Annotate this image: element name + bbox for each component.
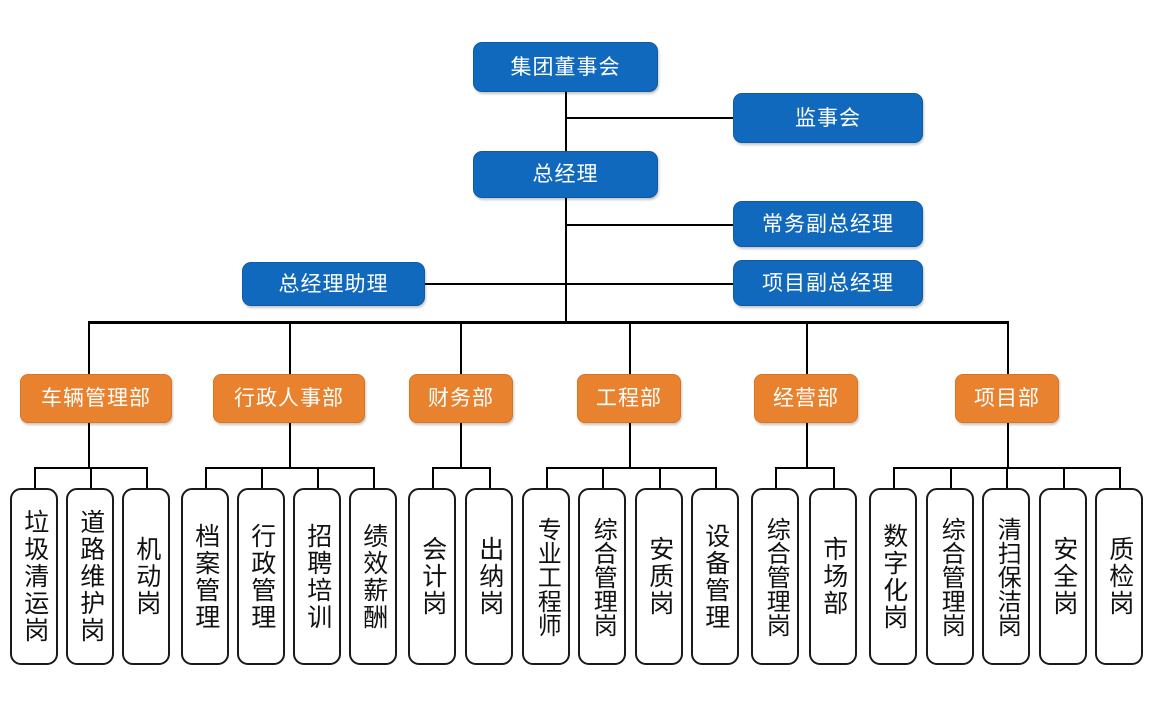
leaf-position-box[interactable]: 机动岗 (122, 488, 170, 665)
leaf-position-box[interactable]: 安全岗 (1039, 488, 1087, 665)
node-general-manager[interactable]: 总经理 (473, 151, 658, 198)
leaf-position-label: 垃圾清运岗 (20, 509, 48, 644)
connector-dept3-leaf-1 (432, 467, 434, 489)
leaf-position-box[interactable]: 清扫保洁岗 (982, 488, 1030, 665)
connector-department-bus (88, 321, 1008, 324)
connector-dept1-leaf-3 (146, 467, 148, 489)
connector-dept5-stem (806, 423, 808, 468)
connector-dept6-leaf-4 (1063, 467, 1065, 489)
leaf-position-label: 行政管理 (247, 522, 275, 631)
leaf-position-label: 档案管理 (191, 522, 219, 631)
leaf-position-box[interactable]: 行政管理 (237, 488, 285, 665)
connector-trunk-to-gm-assistant (425, 283, 566, 285)
connector-dept4-leaf-3 (659, 467, 661, 489)
node-department-engineering[interactable]: 工程部 (577, 374, 681, 423)
leaf-position-box[interactable]: 质检岗 (1095, 488, 1143, 665)
connector-dept2-leaf-2 (261, 467, 263, 489)
connector-dept4-bus (546, 467, 717, 469)
connector-dept1-stem (88, 423, 90, 468)
leaf-position-box[interactable]: 招聘培训 (293, 488, 341, 665)
connector-trunk-to-project-deputy (565, 283, 733, 285)
connector-dept6-leaf-5 (1119, 467, 1121, 489)
connector-dept2-leaf-3 (317, 467, 319, 489)
node-department-finance[interactable]: 财务部 (409, 374, 513, 423)
connector-dept4-stem (629, 423, 631, 468)
leaf-position-label: 会计岗 (418, 536, 446, 617)
leaf-position-label: 专业工程师 (533, 516, 560, 637)
leaf-position-box[interactable]: 出纳岗 (465, 488, 513, 665)
leaf-position-label: 综合管理岗 (762, 516, 789, 637)
leaf-position-box[interactable]: 垃圾清运岗 (10, 488, 58, 665)
node-department-admin-hr[interactable]: 行政人事部 (213, 374, 365, 423)
leaf-position-box[interactable]: 档案管理 (181, 488, 229, 665)
connector-dept5-bus (775, 467, 835, 469)
connector-drop-dept-2 (289, 321, 291, 374)
node-department-operations[interactable]: 经营部 (754, 374, 858, 423)
leaf-position-label: 数字化岗 (879, 522, 907, 631)
leaf-position-label: 安质岗 (645, 536, 673, 617)
node-board[interactable]: 集团董事会 (473, 42, 658, 92)
node-department-project[interactable]: 项目部 (955, 374, 1059, 423)
node-department-vehicle-management[interactable]: 车辆管理部 (20, 374, 172, 423)
leaf-position-box[interactable]: 道路维护岗 (66, 488, 114, 665)
connector-trunk-to-exec-deputy (565, 224, 733, 226)
leaf-position-label: 质检岗 (1105, 536, 1133, 617)
connector-dept1-leaf-1 (34, 467, 36, 489)
connector-dept1-leaf-2 (90, 467, 92, 489)
connector-dept6-leaf-1 (893, 467, 895, 489)
leaf-position-box[interactable]: 综合管理岗 (751, 488, 799, 665)
connector-drop-dept-6 (1007, 321, 1009, 374)
node-project-deputy-manager[interactable]: 项目副总经理 (733, 260, 923, 306)
leaf-position-box[interactable]: 绩效薪酬 (349, 488, 397, 665)
leaf-position-label: 绩效薪酬 (359, 522, 387, 631)
connector-drop-dept-4 (629, 321, 631, 374)
connector-dept6-leaf-3 (1006, 467, 1008, 489)
connector-dept3-stem (460, 423, 462, 468)
leaf-position-box[interactable]: 综合管理岗 (578, 488, 626, 665)
leaf-position-label: 综合管理岗 (937, 516, 964, 637)
connector-dept2-stem (289, 423, 291, 468)
connector-gm-trunk-to-supervisory (565, 117, 733, 119)
connector-dept2-bus (205, 467, 375, 469)
leaf-position-label: 道路维护岗 (76, 509, 104, 644)
connector-dept5-leaf-1 (775, 467, 777, 489)
leaf-position-box[interactable]: 会计岗 (408, 488, 456, 665)
leaf-position-box[interactable]: 专业工程师 (522, 488, 570, 665)
connector-gm-trunk (565, 197, 567, 323)
connector-dept5-leaf-2 (833, 467, 835, 489)
leaf-position-label: 市场部 (819, 536, 847, 617)
leaf-position-label: 机动岗 (132, 536, 160, 617)
leaf-position-box[interactable]: 数字化岗 (869, 488, 917, 665)
connector-dept4-leaf-4 (715, 467, 717, 489)
connector-dept2-leaf-1 (205, 467, 207, 489)
leaf-position-box[interactable]: 安质岗 (635, 488, 683, 665)
leaf-position-box[interactable]: 设备管理 (691, 488, 739, 665)
node-gm-assistant[interactable]: 总经理助理 (242, 262, 425, 306)
connector-dept4-leaf-1 (546, 467, 548, 489)
node-executive-deputy-manager[interactable]: 常务副总经理 (733, 201, 923, 247)
leaf-position-box[interactable]: 综合管理岗 (926, 488, 974, 665)
leaf-position-label: 出纳岗 (475, 536, 503, 617)
connector-drop-dept-1 (88, 321, 90, 374)
leaf-position-label: 清扫保洁岗 (993, 516, 1020, 637)
leaf-position-label: 招聘培训 (303, 522, 331, 631)
connector-dept3-bus (432, 467, 491, 469)
leaf-position-label: 安全岗 (1049, 536, 1077, 617)
leaf-position-label: 综合管理岗 (589, 516, 616, 637)
connector-dept6-stem (1007, 423, 1009, 468)
connector-drop-dept-5 (806, 321, 808, 374)
connector-dept6-leaf-2 (950, 467, 952, 489)
leaf-position-box[interactable]: 市场部 (809, 488, 857, 665)
connector-dept3-leaf-2 (489, 467, 491, 489)
leaf-position-label: 设备管理 (701, 522, 729, 631)
connector-board-to-gm (565, 91, 567, 152)
connector-drop-dept-3 (460, 321, 462, 374)
connector-dept2-leaf-4 (373, 467, 375, 489)
node-supervisory-board[interactable]: 监事会 (733, 93, 923, 143)
connector-dept4-leaf-2 (602, 467, 604, 489)
